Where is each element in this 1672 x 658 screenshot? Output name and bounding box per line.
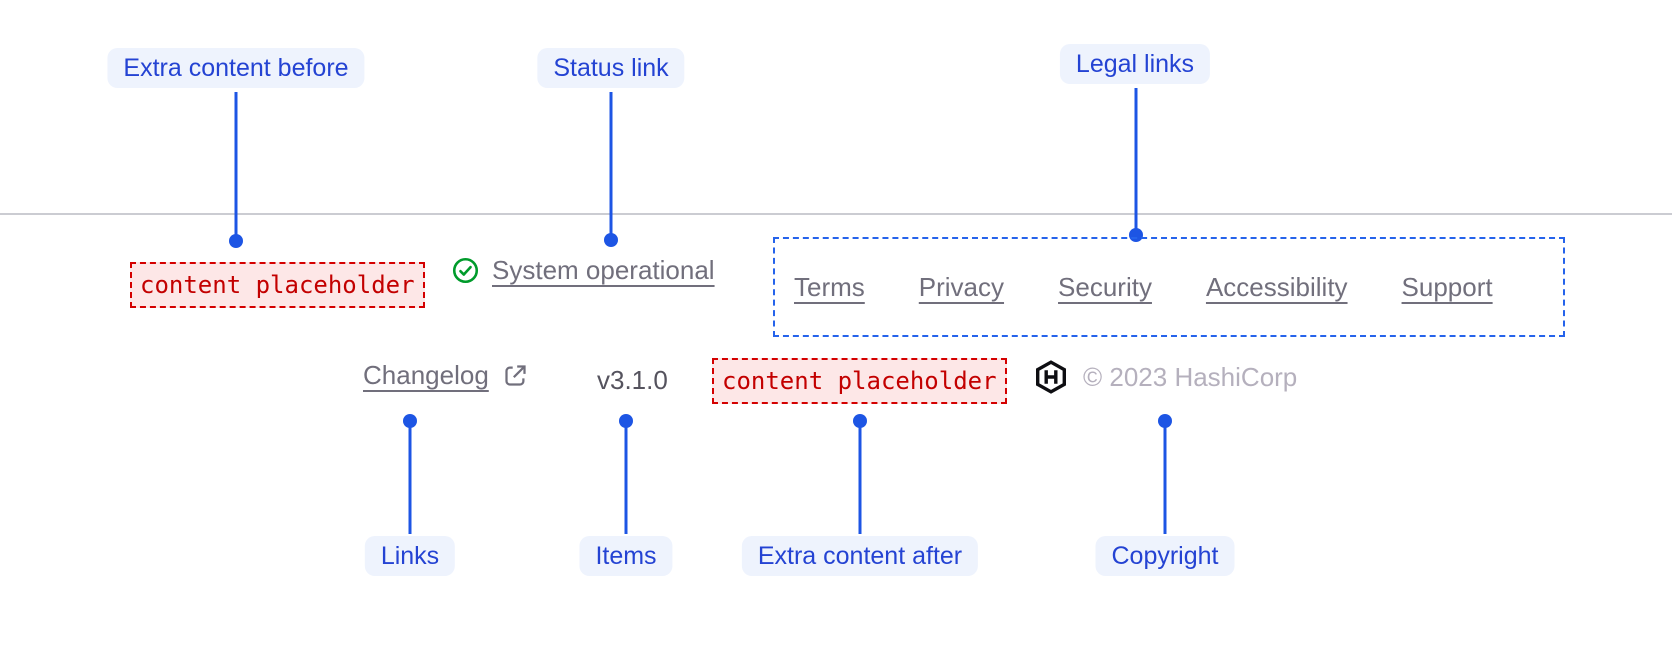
legal-links-container: Terms Privacy Security Accessibility Sup…: [773, 237, 1565, 337]
changelog-link[interactable]: Changelog: [363, 360, 529, 391]
annotation-status-link: Status link: [537, 48, 685, 88]
extra-content-after-placeholder: content placeholder: [712, 358, 1007, 404]
status-link[interactable]: System operational: [452, 255, 715, 286]
connector-line: [858, 421, 862, 534]
status-link-label[interactable]: System operational: [492, 255, 715, 285]
annotation-copyright: Copyright: [1095, 536, 1235, 576]
connector-dot: [229, 234, 243, 248]
annotation-links: Links: [364, 536, 456, 576]
annotation-legal-links: Legal links: [1059, 44, 1211, 84]
legal-link-privacy[interactable]: Privacy: [918, 271, 1005, 302]
hashicorp-logo-icon: [1036, 360, 1066, 394]
copyright-text: © 2023 HashiCorp: [1083, 361, 1298, 392]
connector-line: [1134, 88, 1138, 234]
legal-links-row: Terms Privacy Security Accessibility Sup…: [775, 239, 1563, 335]
connector-line: [609, 92, 613, 238]
footer-top-divider: [0, 213, 1672, 215]
connector-line: [624, 421, 628, 534]
legal-link-terms[interactable]: Terms: [794, 271, 865, 302]
legal-link-security[interactable]: Security: [1058, 271, 1152, 302]
check-circle-icon: [452, 257, 479, 284]
connector-line: [234, 92, 238, 240]
annotation-extra-content-after: Extra content after: [741, 536, 979, 576]
legal-link-support[interactable]: Support: [1401, 271, 1493, 302]
annotation-items: Items: [579, 536, 673, 576]
connector-line: [1163, 421, 1167, 534]
extra-content-before-placeholder: content placeholder: [130, 262, 425, 308]
changelog-link-label[interactable]: Changelog: [363, 360, 489, 390]
legal-link-accessibility[interactable]: Accessibility: [1205, 271, 1348, 302]
connector-dot: [604, 233, 618, 247]
connector-line: [408, 421, 412, 534]
version-item: v3.1.0: [597, 365, 668, 395]
external-link-icon: [505, 365, 526, 386]
annotation-extra-content-before: Extra content before: [107, 48, 365, 88]
copyright: © 2023 HashiCorp: [1035, 360, 1297, 394]
